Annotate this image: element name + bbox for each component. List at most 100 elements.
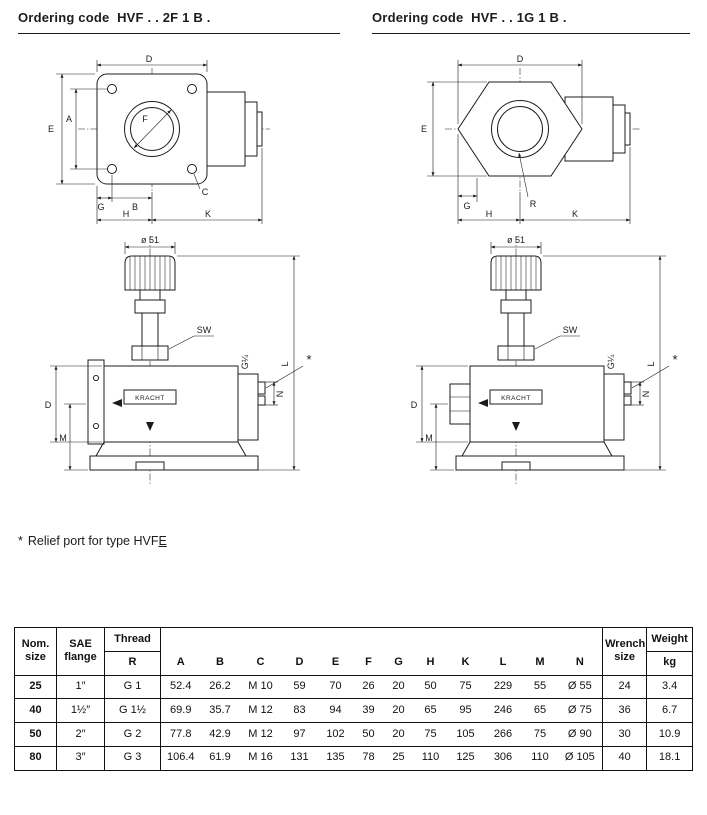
col-header-b: B xyxy=(200,651,240,676)
col-header-a: A xyxy=(160,651,201,676)
drawing-side-view-threaded: KRACHT ø 51 SW L D M G¼ N xyxy=(411,235,678,484)
cell-sae-flange: 3″ xyxy=(56,746,105,770)
hex-body xyxy=(457,81,583,177)
dim-label-e: E xyxy=(48,124,54,134)
cell-weight: 6.7 xyxy=(646,698,693,723)
cell-dim-d: 83 xyxy=(281,698,318,723)
dim-label-g14: G¼ xyxy=(606,354,616,369)
dim-label-n: N xyxy=(275,391,285,398)
cell-dim-d: 97 xyxy=(281,722,318,747)
ordering-code-right: Ordering code HVF . . 1G 1 B . xyxy=(372,10,690,34)
adjustment-knob xyxy=(490,255,542,361)
dim-label-m: M xyxy=(59,433,67,443)
table-header-row-1: Nom. size SAE flange Thread Wrench size … xyxy=(14,627,693,676)
cell-dim-h: 110 xyxy=(421,751,440,764)
cell-dim-g: 20 xyxy=(383,675,414,700)
drawing-front-view-flanged: D E A F G B C H K xyxy=(48,54,270,224)
cell-dim-e: 102 xyxy=(317,722,354,747)
col-header-d: D xyxy=(281,651,318,676)
col-header-l: L xyxy=(483,651,523,676)
cell-dim-c: M 12 xyxy=(239,698,282,723)
cell-sae-flange: 1″ xyxy=(56,675,105,700)
cell-dim-e: 94 xyxy=(317,698,354,723)
cell-wrench-size: 40 xyxy=(602,746,648,770)
flow-arrows xyxy=(112,399,154,431)
dim-label-k: K xyxy=(572,209,578,219)
col-header-e: E xyxy=(317,651,354,676)
relief-port-asterisk: * xyxy=(672,352,677,367)
cell-dim-d: 59 xyxy=(281,675,318,700)
cell-dim-m: 55 xyxy=(522,675,558,700)
brand-label: KRACHT xyxy=(135,395,165,402)
dim-label-g14: G¼ xyxy=(240,354,250,369)
cell-dim-g: 25 xyxy=(392,751,405,764)
dim-label-c: C xyxy=(202,187,209,197)
cell-dim-g: 20 xyxy=(383,698,414,723)
dim-label-e: E xyxy=(421,124,427,134)
col-header-g: G xyxy=(383,651,414,676)
cell-thread: G 2 xyxy=(104,722,161,747)
cell-dim-l: 266 xyxy=(483,722,523,747)
cell-sae-flange: 2″ xyxy=(56,722,105,747)
cell-dim-e: 70 xyxy=(317,675,354,700)
dim-label-l: L xyxy=(280,361,290,366)
brand-plate: KRACHT xyxy=(123,389,177,405)
drawing-side-view-flanged: KRACHT ø 51 SW L D M G¼ N xyxy=(45,235,312,484)
adjustment-knob xyxy=(124,255,176,361)
dim-label-dia51: ø 51 xyxy=(141,235,159,245)
cell-dim-a: 106.4 xyxy=(166,751,195,764)
table-row: 80 3″ G 3 106.4 61.9 M 16 131 135 78 25 … xyxy=(14,746,693,770)
cell-dim-f: 39 xyxy=(353,698,384,723)
dimension-table: Nom. size SAE flange Thread Wrench size … xyxy=(14,627,694,771)
mounting-base xyxy=(89,441,259,471)
cell-dim-h: 50 xyxy=(413,675,448,700)
cell-nom-size: 25 xyxy=(14,675,57,700)
col-header-sae-flange: SAE flange xyxy=(56,627,105,676)
col-header-thread: Thread xyxy=(104,627,161,652)
dim-label-h: H xyxy=(486,209,493,219)
dim-label-a: A xyxy=(66,114,72,124)
cell-dim-b: 35.7 xyxy=(200,698,240,723)
table-row: 50 2″ G 2 77.8 42.9 M 12 97 102 50 20 75… xyxy=(14,722,693,747)
footnote-type-letter: E xyxy=(158,534,167,548)
ordering-code-left: Ordering code HVF . . 2F 1 B . xyxy=(18,10,340,34)
dim-label-b: B xyxy=(132,202,138,212)
cell-dim-c: M 10 xyxy=(239,675,282,700)
cell-dim-m: 75 xyxy=(522,722,558,747)
cell-thread: G 1 xyxy=(104,675,161,700)
footnote-text: Relief port for type HVF xyxy=(27,534,159,548)
col-header-wrench-size: Wrench size xyxy=(602,627,648,676)
dim-label-l: L xyxy=(646,361,656,366)
cell-wrench-size: 30 xyxy=(602,722,648,747)
relief-port-fitting xyxy=(257,381,266,395)
cell-dim-n: Ø 75 xyxy=(557,698,603,723)
col-header-kg: kg xyxy=(646,651,693,676)
table-row: 40 1½″ G 1½ 69.9 35.7 M 12 83 94 39 20 6… xyxy=(14,698,693,723)
cell-dim-k: 105 xyxy=(447,722,484,747)
col-header-f: F xyxy=(353,651,384,676)
cell-dim-a: 69.9 xyxy=(160,698,201,723)
cell-wrench-size: 36 xyxy=(602,698,648,723)
cell-dim-b: 26.2 xyxy=(200,675,240,700)
valve-body-side xyxy=(206,91,263,167)
cell-dim-b: 42.9 xyxy=(200,722,240,747)
cell-dim-b: 61.9 xyxy=(209,751,231,764)
footnote-relief-port: *Relief port for type HVFE xyxy=(18,534,167,548)
dimension-lines xyxy=(56,60,263,224)
cell-dim-f: 50 xyxy=(353,722,384,747)
cell-dim-m: 65 xyxy=(522,698,558,723)
cell-dim-n: Ø 105 xyxy=(564,751,595,764)
cell-dim-l: 306 xyxy=(493,751,513,764)
cell-dim-k: 125 xyxy=(456,751,475,764)
flow-arrows xyxy=(478,399,520,431)
col-header-m: M xyxy=(522,651,558,676)
cell-dim-d: 131 xyxy=(290,751,309,764)
cell-dim-a: 52.4 xyxy=(160,675,201,700)
dim-label-dia51: ø 51 xyxy=(507,235,525,245)
cell-nom-size: 80 xyxy=(14,746,57,770)
col-header-h: H xyxy=(413,651,448,676)
cell-dim-l: 229 xyxy=(483,675,523,700)
dim-label-sw: SW xyxy=(563,325,578,335)
dim-label-d: D xyxy=(45,400,52,410)
